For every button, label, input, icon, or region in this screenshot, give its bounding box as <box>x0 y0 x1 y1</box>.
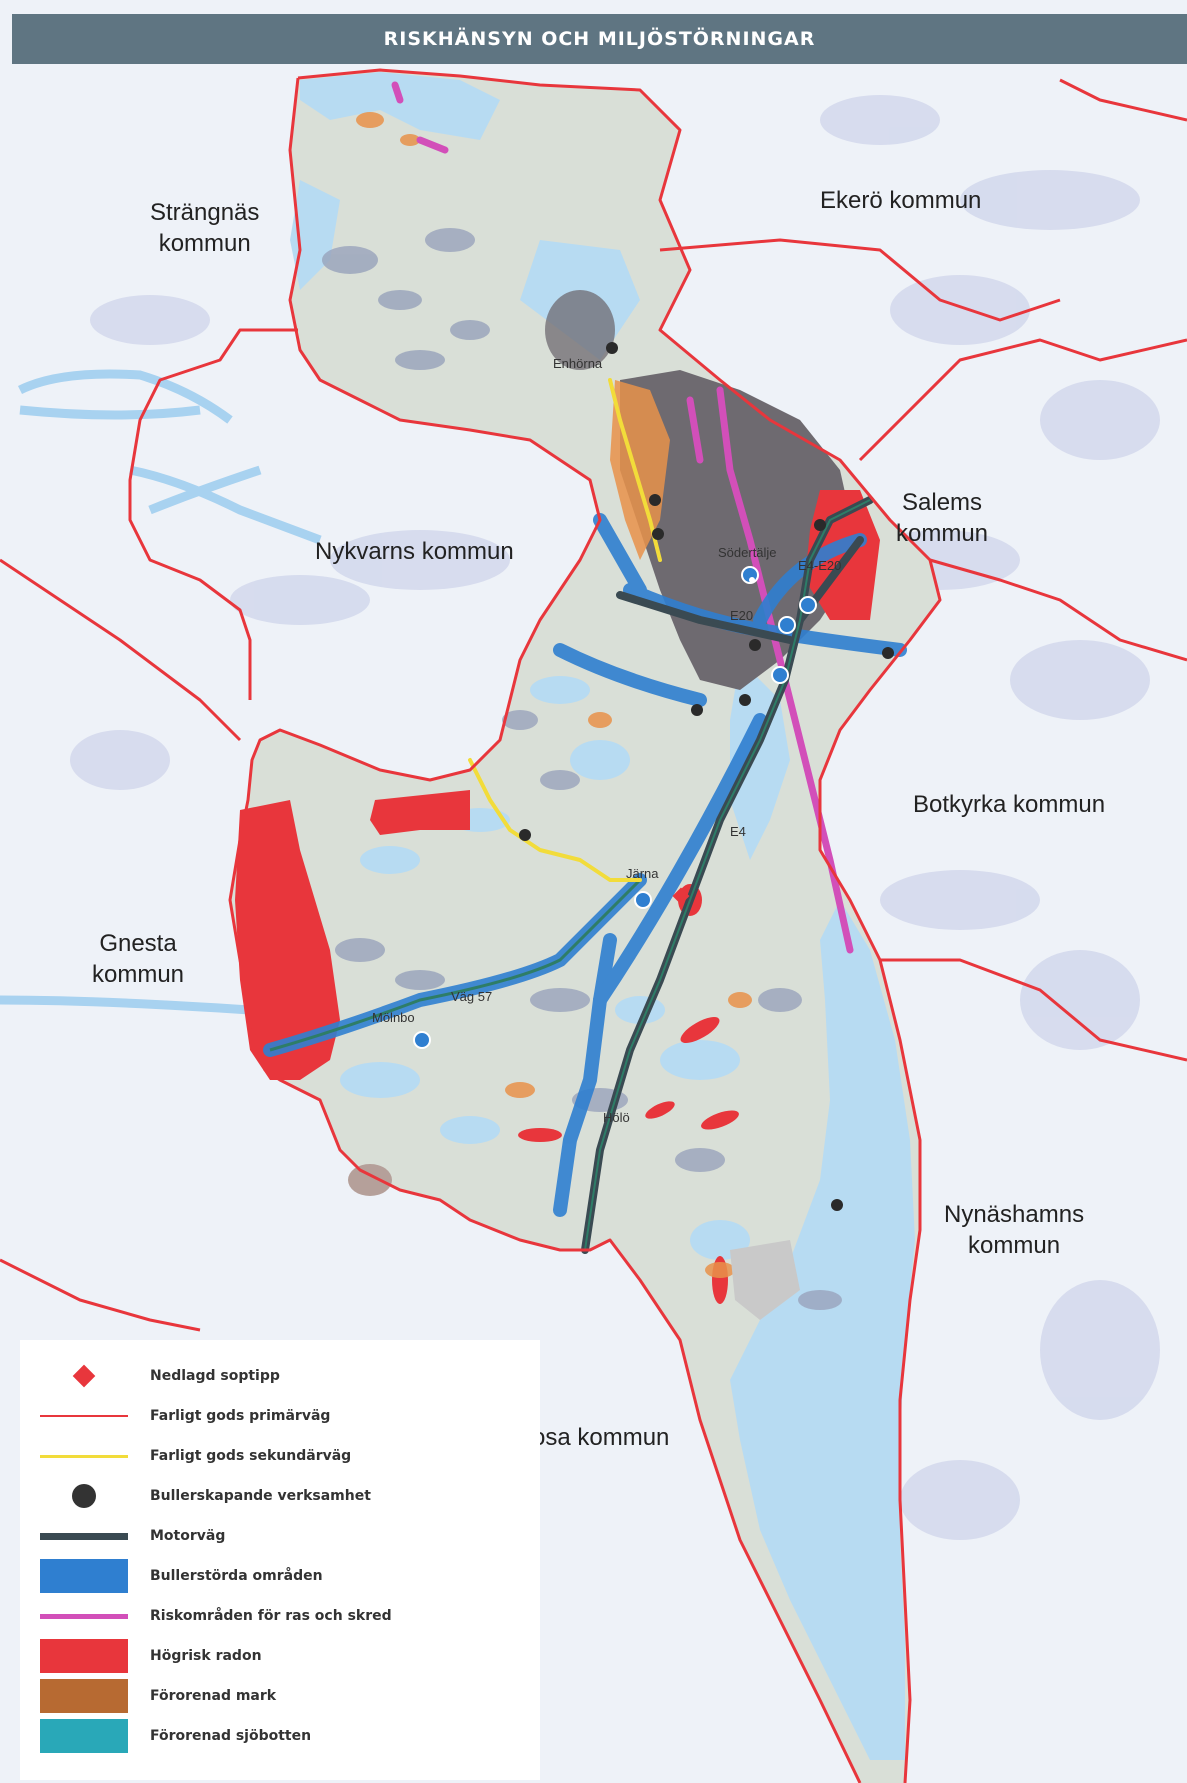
legend-symbol-red-diamond <box>40 1356 128 1396</box>
noise-site-8[interactable] <box>519 829 531 841</box>
region-label-trosa-text: osa kommun <box>532 1424 670 1451</box>
region-label-ekero-text: Ekerö kommun <box>820 187 982 214</box>
region-label-ekero: Ekerö kommun <box>820 185 981 216</box>
place-label-e4e20: E4-E20 <box>798 558 842 573</box>
noise-activity-markers[interactable] <box>519 342 894 1211</box>
region-label-gnesta-line1: Gnesta <box>99 930 177 957</box>
place-label-molnbo: Mölnbo <box>372 1010 415 1025</box>
noise-site-1[interactable] <box>649 494 661 506</box>
legend-label-closed-landfill: Nedlagd soptipp <box>150 1368 280 1384</box>
legend-item-closed-landfill: Nedlagd soptipp <box>40 1356 530 1396</box>
road-shields <box>413 566 817 1049</box>
place-label-holo: Hölö <box>603 1110 630 1125</box>
map-title-text: RISKHÄNSYN OCH MILJÖSTÖRNINGAR <box>383 28 816 50</box>
noise-site-enhorna[interactable] <box>606 342 618 354</box>
region-label-salem-line1: Salems <box>902 489 983 516</box>
legend-symbol-teal-box <box>40 1716 128 1756</box>
legend-symbol-gray-thick-line <box>40 1516 128 1556</box>
noise-site-2[interactable] <box>652 528 664 540</box>
map-title: RISKHÄNSYN OCH MILJÖSTÖRNINGAR <box>12 14 1187 64</box>
legend-item-primary-route: Farligt gods primärväg <box>40 1396 530 1436</box>
place-label-sodertalje: Södertälje <box>718 545 777 560</box>
legend-label-radon: Högrisk radon <box>150 1648 262 1664</box>
legend-item-landslide: Riskområden för ras och skred <box>40 1596 530 1636</box>
noise-site-3[interactable] <box>814 519 826 531</box>
enhorna-area <box>545 290 615 370</box>
region-label-strangnas-line1: Strängnäs <box>150 199 260 226</box>
noise-site-5[interactable] <box>749 639 761 651</box>
closed-landfill-marker[interactable] <box>672 887 690 905</box>
contaminated-ground <box>356 112 752 1278</box>
region-label-nynashamn-line1: Nynäshamns <box>944 1201 1085 1228</box>
region-label-nynashamn-line2: kommun <box>968 1232 1061 1259</box>
region-label-nynashamn: Nynäshamns kommun <box>944 1199 1084 1261</box>
legend-item-noise-areas: Bullerstörda områden <box>40 1556 530 1596</box>
map-legend: Nedlagd soptipp Farligt gods primärväg F… <box>20 1340 540 1780</box>
legend-label-noise-activity: Bullerskapande verksamhet <box>150 1488 371 1504</box>
region-label-nykvarn: Nykvarns kommun <box>315 536 514 567</box>
legend-label-contaminated-ground: Förorenad mark <box>150 1688 277 1704</box>
legend-label-secondary-route: Farligt gods sekundärväg <box>150 1448 352 1464</box>
legend-item-radon: Högrisk radon <box>40 1636 530 1676</box>
place-label-e20: E20 <box>730 608 754 623</box>
legend-item-contaminated-sediment: Förorenad sjöbotten <box>40 1716 530 1756</box>
region-label-strangnas: Strängnäs kommun <box>150 197 259 259</box>
legend-symbol-red-line <box>40 1396 128 1436</box>
region-label-botkyrka-text: Botkyrka kommun <box>913 791 1106 818</box>
region-label-botkyrka: Botkyrka kommun <box>913 789 1105 820</box>
gray-area-south <box>730 1240 800 1320</box>
noise-site-4[interactable] <box>882 647 894 659</box>
place-label-jarna: Järna <box>626 866 659 881</box>
place-label-enhorna: Enhörna <box>553 356 603 371</box>
region-label-salem: Salems kommun <box>896 487 988 549</box>
region-label-trosa: osa kommun <box>532 1422 669 1453</box>
landslide-risk <box>391 81 854 954</box>
legend-symbol-brown-box <box>40 1676 128 1716</box>
legend-item-noise-activity: Bullerskapande verksamhet <box>40 1476 530 1516</box>
legend-label-motorway: Motorväg <box>150 1528 226 1544</box>
region-label-salem-line2: kommun <box>896 520 989 547</box>
motorway-centerline <box>584 499 871 1251</box>
legend-symbol-blue-box <box>40 1556 128 1596</box>
noise-site-7[interactable] <box>691 704 703 716</box>
legend-symbol-red-box <box>40 1636 128 1676</box>
road-57 <box>269 878 642 1052</box>
noise-site-6[interactable] <box>739 694 751 706</box>
legend-item-contaminated-ground: Förorenad mark <box>40 1676 530 1716</box>
legend-label-contaminated-sediment: Förorenad sjöbotten <box>150 1728 312 1744</box>
legend-symbol-magenta-line <box>40 1596 128 1636</box>
place-label-vag57: Väg 57 <box>451 989 493 1004</box>
legend-item-motorway: Motorväg <box>40 1516 530 1556</box>
legend-symbol-yellow-line <box>40 1436 128 1476</box>
region-label-strangnas-line2: kommun <box>158 230 251 257</box>
region-label-gnesta-line2: kommun <box>92 961 185 988</box>
west-waterways <box>0 369 322 1015</box>
noise-site-9[interactable] <box>831 1199 843 1211</box>
legend-label-primary-route: Farligt gods primärväg <box>150 1408 331 1424</box>
region-label-gnesta: Gnesta kommun <box>92 928 184 990</box>
legend-label-landslide: Riskområden för ras och skred <box>150 1608 392 1624</box>
municipality-boundaries[interactable] <box>0 68 1187 1783</box>
legend-item-secondary-route: Farligt gods sekundärväg <box>40 1436 530 1476</box>
place-label-e4: E4 <box>730 824 746 839</box>
region-label-nykvarn-text: Nykvarns kommun <box>315 538 514 565</box>
legend-symbol-black-dot <box>40 1476 128 1516</box>
legend-label-noise-areas: Bullerstörda områden <box>150 1568 323 1584</box>
contaminated-site-south <box>348 1164 392 1196</box>
